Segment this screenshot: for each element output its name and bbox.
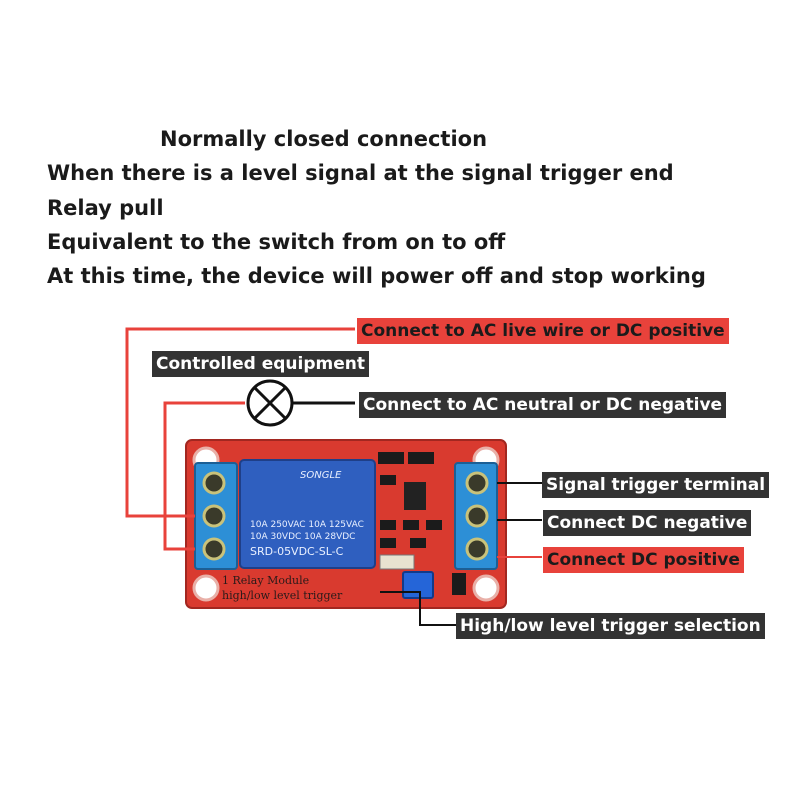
signal-trigger-label: Signal trigger terminal [542,472,770,498]
dc-positive-label: Connect DC positive [543,547,744,573]
heading-line-1: When there is a level signal at the sign… [47,161,674,185]
ac-neutral-label: Connect to AC neutral or DC negative [359,392,727,418]
relay-rating-2: 10A 30VDC 10A 28VDC [250,532,356,542]
relay-rating-1: 10A 250VAC 10A 125VAC [250,520,364,530]
relay-model: SRD-05VDC-SL-C [250,545,344,558]
silk-module-name: 1 Relay Module [222,574,310,587]
relay [239,459,376,569]
equipment-wire [163,401,245,551]
trigger-selection-label: High/low level trigger selection [456,613,765,639]
dc-negative-label: Connect DC negative [543,510,752,536]
live-wire [125,327,355,518]
controlled-equipment-symbol [246,379,294,427]
heading-line-2: Relay pull [47,196,164,220]
relay-brand: SONGLE [300,470,342,481]
ac-live-label: Connect to AC live wire or DC positive [357,318,729,344]
silk-trigger-text: high/low level trigger [222,589,343,602]
mount-hole-br [472,574,500,602]
trigger-jumper [402,571,434,599]
mount-hole-bl [192,574,220,602]
controlled-equipment-label: Controlled equipment [152,351,369,377]
diagram-title: Normally closed connection [160,127,488,151]
heading-line-4: At this time, the device will power off … [47,264,706,288]
heading-line-3: Equivalent to the switch from on to off [47,230,506,254]
